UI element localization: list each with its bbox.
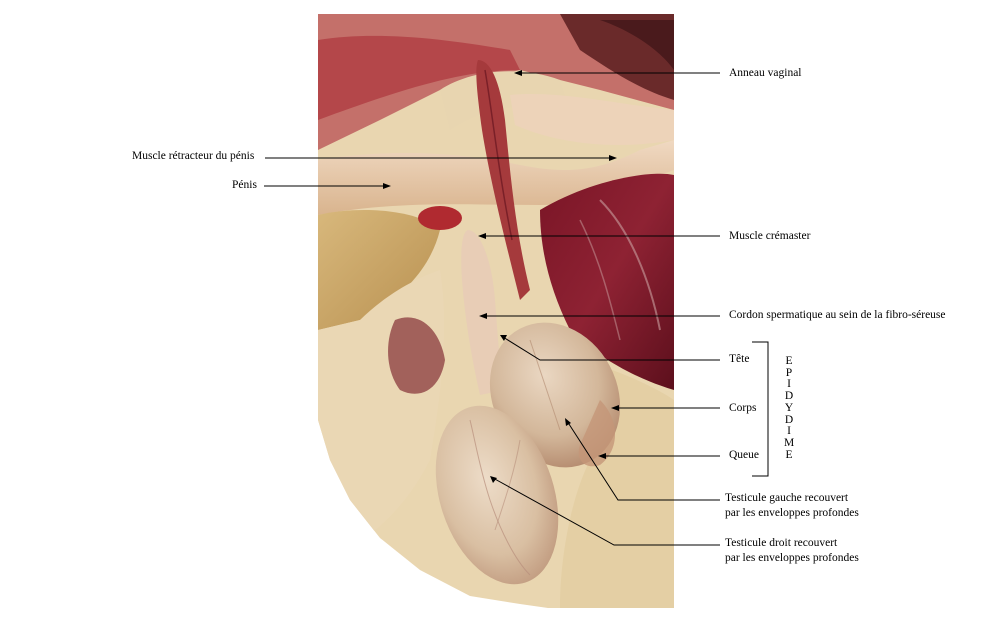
epididyme-bracket xyxy=(752,341,769,477)
leader-testicule-gauche xyxy=(566,420,720,501)
leader-testicule-droit xyxy=(492,477,720,546)
label-testicule-droit-line1: Testicule droit recouvert xyxy=(725,537,838,549)
label-cordon-spermatique: Cordon spermatique au sein de la fibro-s… xyxy=(729,309,946,321)
label-testicule-droit: Testicule droit recouvert par les envelo… xyxy=(725,536,859,566)
label-penis: Pénis xyxy=(232,179,257,191)
label-queue: Queue xyxy=(729,449,760,461)
epididyme-letter: I xyxy=(787,425,791,438)
label-anneau-vaginal: Anneau vaginal xyxy=(729,67,802,79)
label-testicule-gauche: Testicule gauche recouvert par les envel… xyxy=(725,491,859,521)
label-testicule-gauche-line1: Testicule gauche recouvert xyxy=(725,492,849,504)
epididyme-letter: E xyxy=(785,448,793,461)
arrowheads xyxy=(383,70,619,483)
epididyme-letter: D xyxy=(784,390,794,403)
epididyme-letter: E xyxy=(785,355,793,367)
label-muscle-retracteur: Muscle rétracteur du pénis xyxy=(132,150,255,162)
epididyme-letter: I xyxy=(787,378,791,391)
epididyme-letter: P xyxy=(785,366,793,379)
dissection-photo xyxy=(318,14,674,608)
label-epididyme-vertical: E P I D Y D I M E xyxy=(784,355,795,461)
epididyme-letter: D xyxy=(784,413,794,426)
label-corps: Corps xyxy=(729,402,757,414)
label-muscle-cremaster: Muscle crémaster xyxy=(729,230,811,242)
leader-tete xyxy=(502,336,720,361)
leader-lines xyxy=(264,72,769,546)
epididyme-letter: M xyxy=(784,436,795,449)
label-testicule-gauche-line2: par les enveloppes profondes xyxy=(725,507,859,519)
label-testicule-droit-line2: par les enveloppes profondes xyxy=(725,552,859,564)
epididyme-letter: Y xyxy=(784,401,794,414)
label-tete: Tête xyxy=(729,353,750,365)
